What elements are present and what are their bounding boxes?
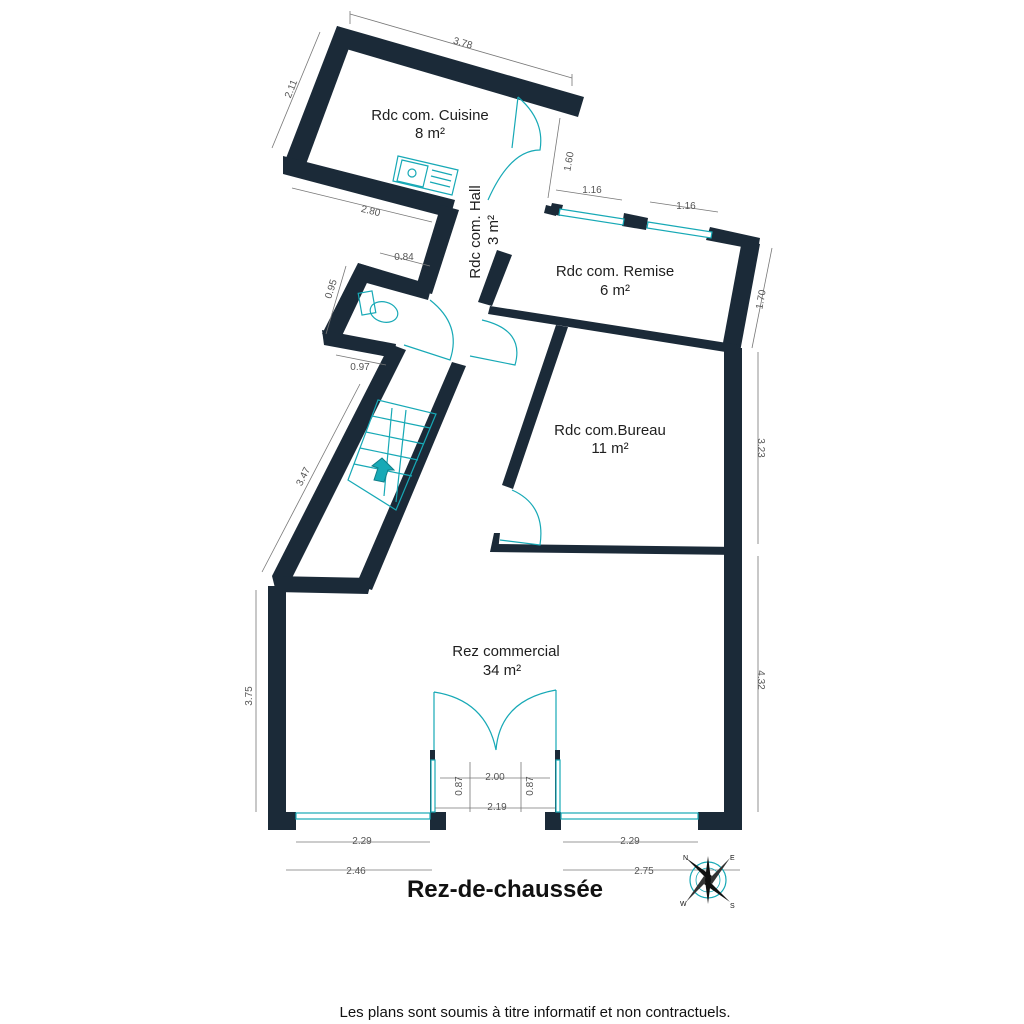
room-bureau-area: 11 m²	[591, 440, 628, 457]
dim-window-left: 2.29	[352, 836, 372, 847]
plan-title: Rez-de-chaussée	[406, 876, 604, 903]
wall-wc-top	[356, 263, 432, 300]
dimension-labels: 3.78 2.11 2.80 1.60 1.16 1.16 1.70 0.84 …	[244, 36, 769, 877]
dim-entry-outer: 2.19	[487, 802, 507, 813]
compass-w: W	[680, 901, 687, 908]
wall-front-mid-left	[430, 812, 446, 830]
wall-hall-right-stub	[478, 250, 512, 306]
dim-wc-bottom: 0.97	[350, 362, 370, 373]
dim-cuisine-top: 3.78	[452, 36, 474, 52]
dim-window-2: 1.16	[676, 201, 696, 212]
door-entrance	[433, 689, 557, 751]
compass-e: E	[730, 855, 735, 862]
compass-n: N	[683, 855, 688, 862]
wall-bureau-left-foot	[490, 533, 500, 552]
wall-stairs-left	[272, 344, 406, 582]
toilet-icon	[357, 290, 399, 323]
room-cuisine-area: 8 m²	[415, 125, 445, 142]
room-remise-area: 6 m²	[600, 282, 630, 299]
wall-hall-left	[415, 205, 459, 294]
wall-kitchen-bottom	[283, 156, 455, 218]
dim-entry-inner: 2.00	[485, 772, 505, 783]
dim-wc-left: 0.95	[323, 278, 340, 300]
dim-bureau-right: 3.23	[755, 438, 766, 458]
wall-kitchen-left	[283, 26, 355, 175]
room-labels: Rdc com. Cuisine 8 m² Rdc com. Hall 3 m²…	[371, 107, 674, 679]
wall-front-right-pier	[698, 812, 742, 830]
dim-cuisine-left: 2.11	[283, 78, 300, 100]
staircase	[347, 399, 437, 511]
wall-bureau-left	[502, 325, 568, 489]
dim-remise-right: 1.70	[754, 289, 768, 311]
door-bureau	[499, 489, 542, 546]
wall-kitchen-top	[336, 26, 584, 117]
dim-stairs: 3.47	[294, 465, 313, 488]
dim-front-right: 2.75	[634, 866, 654, 877]
window-front-left	[295, 812, 431, 820]
window-front-right	[560, 812, 699, 820]
room-hall-area: 3 m²	[485, 215, 502, 245]
wall-right-main	[724, 348, 742, 828]
wall-commercial-left	[268, 586, 286, 828]
sink-icon	[392, 155, 459, 196]
dim-entry-right-depth: 0.87	[525, 776, 536, 796]
window-remise-1	[558, 208, 625, 226]
walls	[268, 26, 760, 830]
dim-commercial-left: 3.75	[244, 686, 255, 706]
door-hall	[469, 319, 518, 366]
window-entry-left-side	[430, 759, 436, 813]
wall-bureau-bottom	[490, 544, 740, 555]
window-entry-right-side	[555, 759, 561, 813]
room-cuisine-name: Rdc com. Cuisine	[371, 107, 489, 124]
dim-front-left: 2.46	[346, 866, 366, 877]
dim-window-right: 2.29	[620, 836, 640, 847]
door-kitchen	[487, 96, 542, 201]
windows	[295, 208, 713, 820]
wall-wc-left	[322, 263, 374, 340]
dim-wc-top: 0.84	[394, 252, 414, 263]
compass-s: S	[730, 903, 735, 910]
fixtures	[347, 96, 557, 751]
door-wc	[403, 299, 454, 361]
wall-front-left-pier	[268, 812, 296, 830]
wall-stairs-bottom	[272, 576, 372, 594]
window-remise-2	[646, 221, 713, 239]
room-remise-name: Rdc com. Remise	[556, 263, 674, 280]
dim-cuisine-bottom: 2.80	[360, 204, 382, 219]
compass-rose-icon: N E S W	[680, 855, 735, 910]
wall-remise-top-2	[622, 213, 648, 230]
room-commercial-name: Rez commercial	[452, 643, 560, 660]
dim-commercial-right: 4.32	[755, 670, 766, 690]
disclaimer-text: Les plans sont soumis à titre informatif…	[339, 1004, 731, 1021]
room-bureau-name: Rdc com.Bureau	[554, 422, 666, 439]
wall-wc-bottom	[322, 330, 396, 358]
dim-door-1: 1.60	[562, 151, 576, 173]
dimension-lines	[255, 11, 773, 871]
wall-front-mid-right	[545, 812, 561, 830]
room-hall-name: Rdc com. Hall	[467, 185, 484, 278]
dim-entry-left-depth: 0.87	[454, 776, 465, 796]
room-commercial-area: 34 m²	[483, 662, 521, 679]
dim-window-1: 1.16	[582, 185, 602, 196]
stairs-arrow-icon	[370, 457, 396, 483]
wall-remise-right	[722, 240, 760, 352]
wall-remise-bottom	[488, 306, 740, 354]
